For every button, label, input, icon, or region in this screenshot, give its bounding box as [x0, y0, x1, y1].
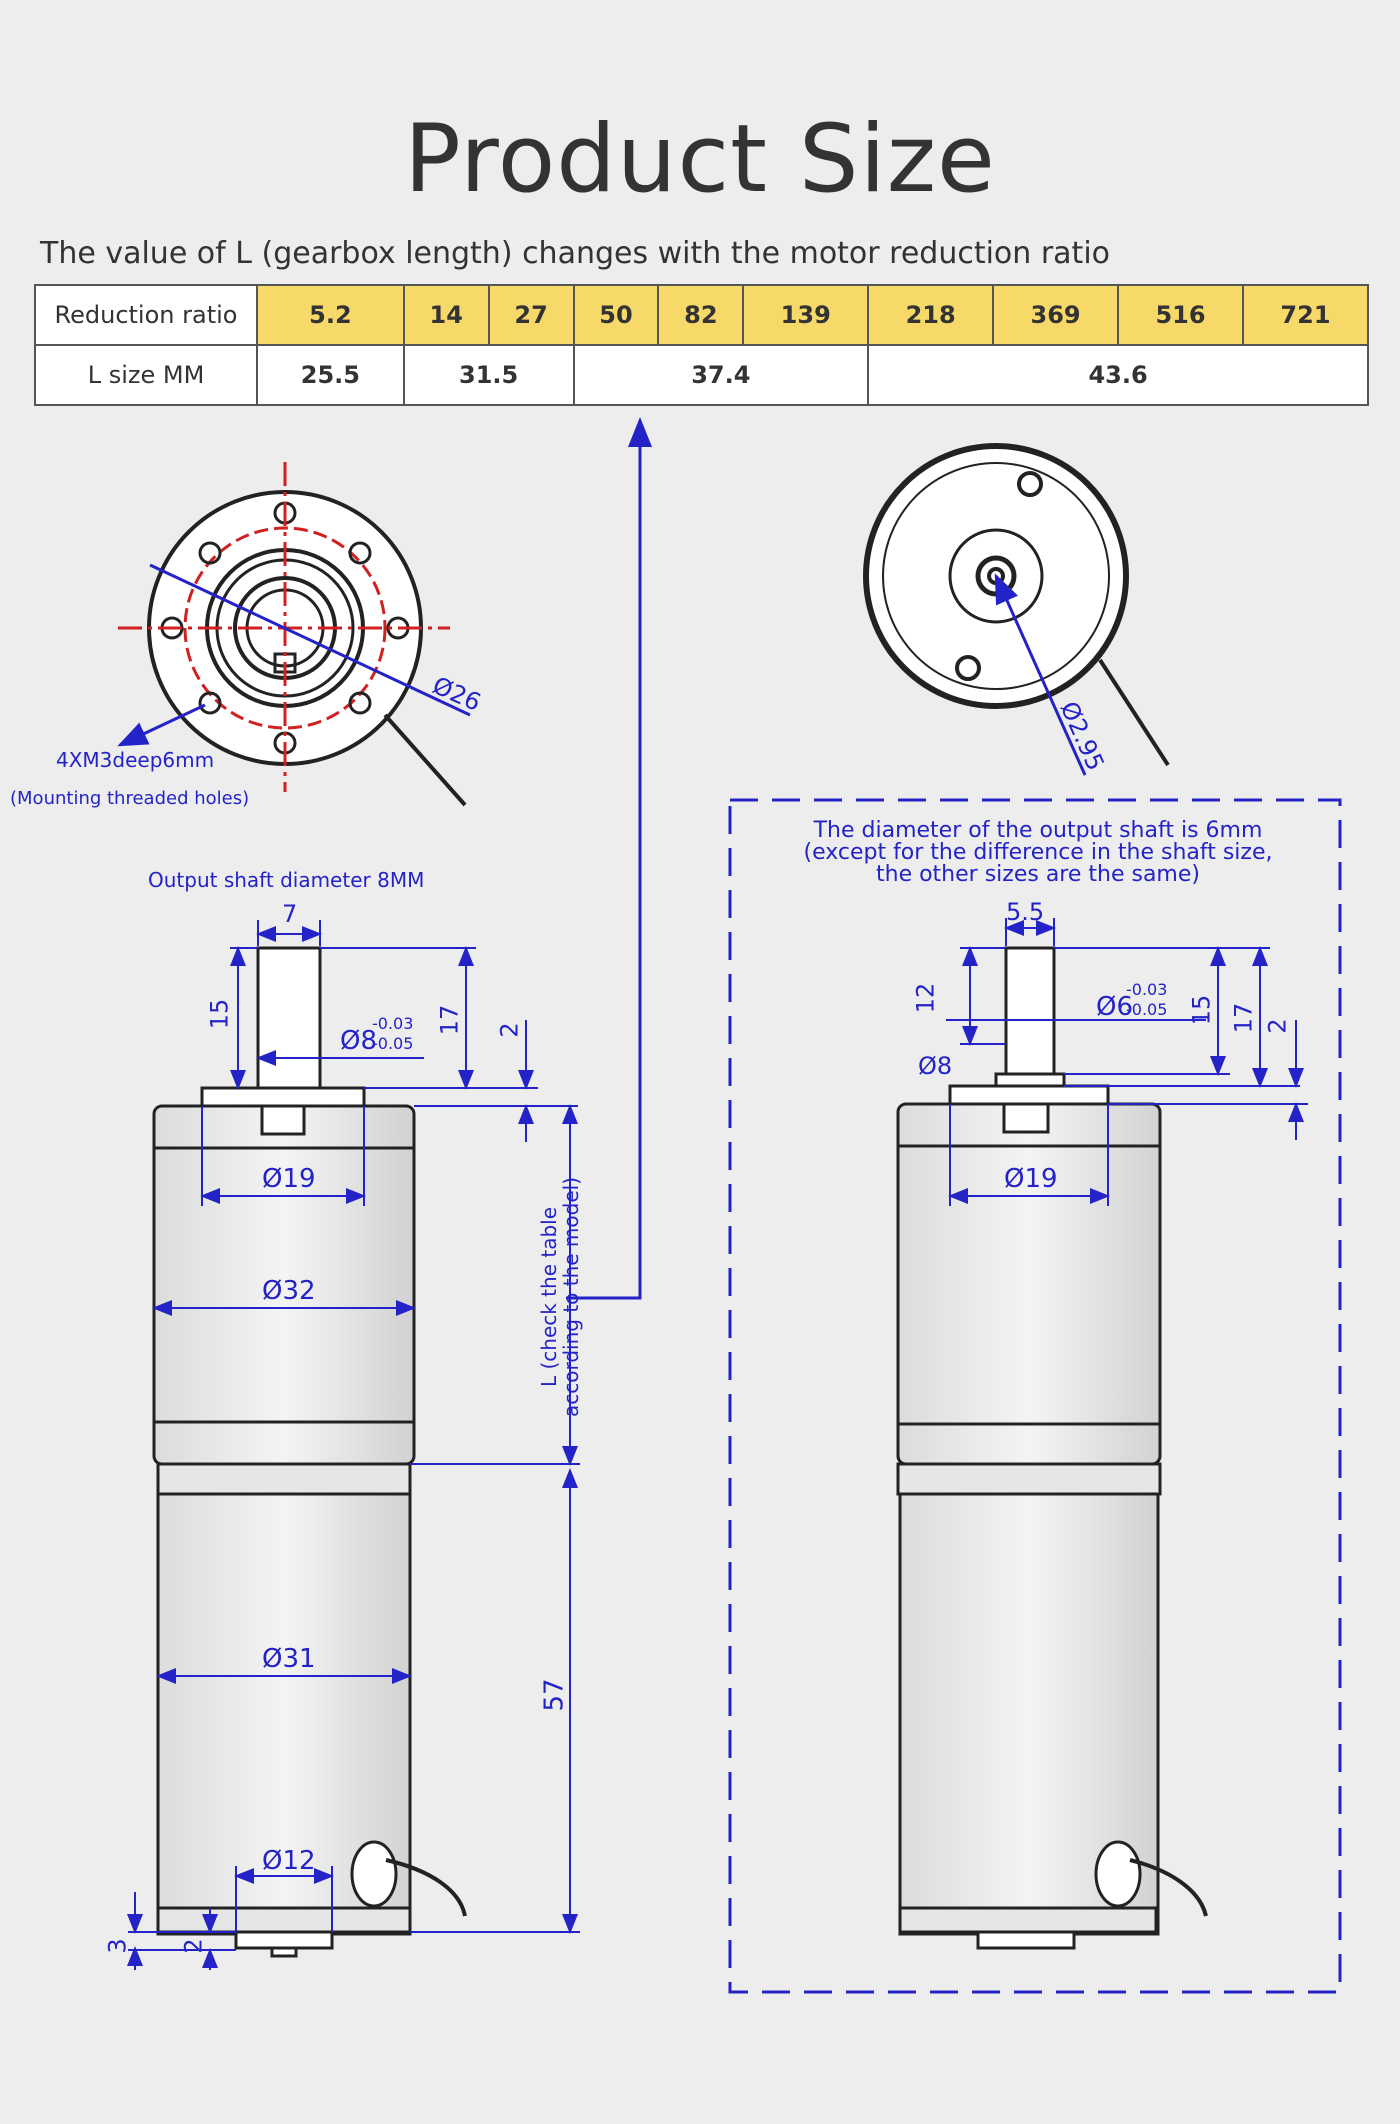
ratio-cell: 14 — [402, 284, 490, 346]
dim-boss: Ø19 — [1004, 1164, 1058, 1194]
ratio-row: Reduction ratio 5.2 14 27 50 82 139 218 … — [34, 284, 1370, 346]
ratio-cell: 721 — [1241, 284, 1370, 346]
dim-shaft-width: 5.5 — [1006, 898, 1045, 926]
row-header-length: L size MM — [34, 344, 258, 406]
page-title: Product Size — [404, 105, 996, 214]
dimension-lines-left — [127, 920, 580, 1970]
dim-collar: 2 — [495, 1022, 524, 1038]
l-note-line: L (check the table — [537, 1206, 561, 1388]
note-line: The diameter of the output shaft is 6mm — [813, 818, 1263, 843]
dim-shaft-diameter: Ø6 — [1096, 992, 1134, 1022]
length-row: L size MM 25.5 31.5 37.4 43.6 — [34, 344, 1369, 406]
dim-rear-3: 3 — [103, 1938, 132, 1954]
dim-flat-length: 12 — [911, 982, 940, 1014]
dim-2: 2 — [1263, 1018, 1292, 1034]
l-pointer-arrow — [566, 417, 652, 1300]
dim-gear-diameter: Ø32 — [262, 1276, 316, 1306]
page-subtitle: The value of L (gearbox length) changes … — [40, 236, 1111, 271]
ratio-cell: 369 — [992, 284, 1120, 346]
length-cell: 25.5 — [256, 344, 405, 406]
mounting-holes-note: (Mounting threaded holes) — [10, 788, 250, 809]
reduction-ratio-table: Reduction ratio 5.2 14 27 50 82 139 218 … — [34, 284, 1370, 406]
dim-boss: Ø19 — [262, 1164, 316, 1194]
dim-rear-boss: Ø12 — [262, 1846, 316, 1876]
note-line: (except for the difference in the shaft … — [803, 840, 1273, 865]
ratio-cell: 5.2 — [256, 284, 405, 346]
dim-15: 15 — [1187, 994, 1216, 1026]
dim-collar-diameter: Ø8 — [918, 1052, 953, 1080]
dim-shaft-length: 15 — [205, 998, 234, 1030]
pcd-circle — [183, 526, 387, 730]
ratio-cell: 516 — [1117, 284, 1244, 346]
dim-tolerance-lower: -0.05 — [372, 1034, 414, 1053]
ratio-cell: 82 — [657, 284, 745, 346]
dim-rear-2: 2 — [179, 1938, 208, 1954]
dim-tolerance-lower: -0.05 — [1126, 1000, 1168, 1019]
dim-total: 17 — [435, 1004, 464, 1036]
motor-rear-view — [863, 443, 1170, 776]
note-line: the other sizes are the same) — [876, 862, 1200, 887]
dim-tolerance-upper: -0.03 — [1126, 980, 1168, 999]
mounting-holes-label: 4XM3deep6mm — [56, 748, 215, 772]
length-cell: 43.6 — [867, 344, 1369, 406]
ratio-cell: 27 — [487, 284, 575, 346]
l-note: L (check the table according to the mode… — [537, 1167, 583, 1427]
length-cell: 31.5 — [402, 344, 575, 406]
dim-shaft-diameter: Ø8 — [340, 1026, 378, 1056]
l-note-line: according to the model) — [559, 1176, 583, 1418]
dim-17: 17 — [1229, 1002, 1258, 1034]
shaft-8mm-label: Output shaft diameter 8MM — [148, 868, 425, 892]
motor-side-view-8mm — [152, 946, 467, 1958]
dimension-lines-right — [946, 918, 1308, 1206]
ratio-cell: 50 — [572, 284, 660, 346]
motor-side-view-6mm — [896, 946, 1208, 1950]
shaft-6mm-callout-box — [728, 798, 1342, 1994]
dim-motor-length: 57 — [539, 1678, 570, 1712]
length-cell: 37.4 — [572, 344, 870, 406]
dim-shaft-width: 7 — [282, 900, 298, 928]
shaft-6mm-note: The diameter of the output shaft is 6mm … — [738, 820, 1338, 886]
ratio-cell: 139 — [742, 284, 870, 346]
dim-motor-diameter: Ø31 — [262, 1644, 316, 1674]
ratio-cell: 218 — [867, 284, 995, 346]
dim-tolerance-upper: -0.03 — [372, 1014, 414, 1033]
row-header-ratio: Reduction ratio — [34, 284, 258, 346]
pcd-leader — [149, 563, 471, 717]
gearbox-front-view — [117, 462, 471, 807]
